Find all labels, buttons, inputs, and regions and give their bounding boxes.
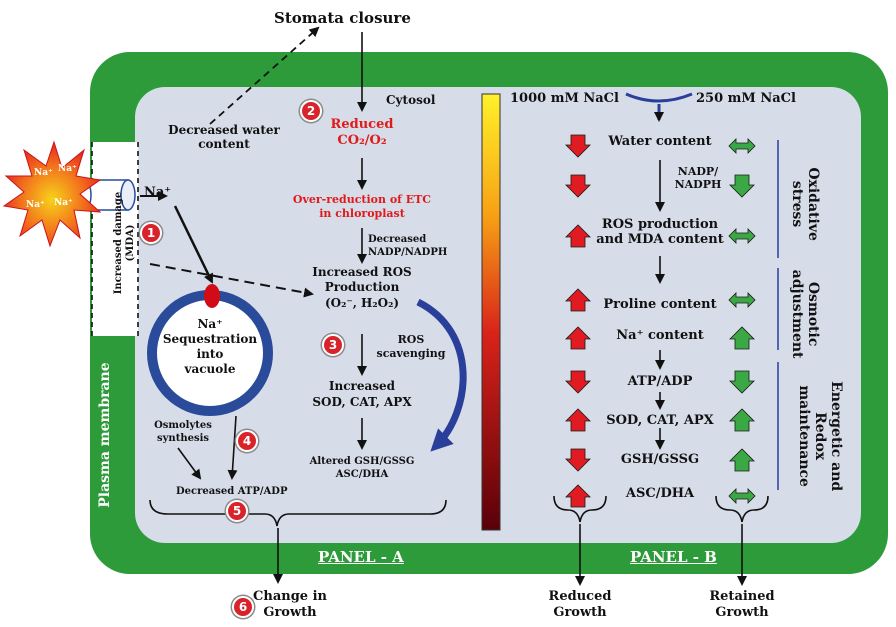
increased-damage-label: Increased damage (MDA) bbox=[113, 191, 136, 295]
arrow-down-icon bbox=[729, 174, 755, 198]
arrow-down-icon bbox=[565, 370, 591, 394]
row-water-content: Water content bbox=[608, 134, 712, 149]
cytosol-label: Cytosol bbox=[386, 93, 436, 107]
reduced-growth-line1: Reduced bbox=[548, 589, 612, 604]
step-badge-2: 2 bbox=[300, 100, 322, 122]
decreased-nadp-line2: NADP/NADPH bbox=[368, 247, 448, 258]
osmolytes-line1: Osmolytes bbox=[154, 420, 212, 431]
arrow-down-icon bbox=[729, 370, 755, 394]
group-energetic-redox: Energetic and Redox maintenance bbox=[795, 381, 845, 492]
osmolytes-line2: synthesis bbox=[156, 433, 210, 444]
arrow-up-icon bbox=[729, 326, 755, 350]
reduced-co2-line2: CO₂/O₂ bbox=[337, 133, 387, 148]
star-ion-2: Na⁺ bbox=[58, 164, 77, 174]
decreased-atp-label: Decreased ATP/ADP bbox=[176, 486, 288, 497]
arrow-up-icon bbox=[565, 288, 591, 312]
step-badge-4: 4 bbox=[236, 430, 258, 452]
row-sod-cat-apx: SOD, CAT, APX bbox=[606, 413, 714, 428]
vacuole-transporter bbox=[204, 284, 220, 308]
brace-panel-a bbox=[149, 499, 447, 527]
arrow-up-icon bbox=[729, 408, 755, 432]
step-badge-3: 3 bbox=[322, 334, 344, 356]
concentration-connector bbox=[625, 92, 693, 103]
change-growth-line1: Change in bbox=[253, 589, 327, 604]
row-asc-dha: ASC/DHA bbox=[625, 486, 695, 501]
increased-ros-line2: Production bbox=[324, 280, 400, 294]
row-na-content: Na⁺ content bbox=[616, 328, 704, 343]
ros-scavenging-line2: scavenging bbox=[376, 347, 446, 360]
row-atp-adp: ATP/ADP bbox=[627, 374, 693, 389]
arrow-both-icon bbox=[728, 138, 756, 154]
plasma-membrane-label: Plasma membrane bbox=[96, 362, 113, 508]
arrow-up-icon bbox=[565, 224, 591, 248]
row-gsh-gssg: GSH/GSSG bbox=[620, 452, 700, 467]
gradient-bar bbox=[481, 93, 501, 531]
decreased-water-label: Decreased water content bbox=[168, 123, 280, 151]
altered-line2: ASC/DHA bbox=[335, 469, 389, 480]
sodium-burst-icon bbox=[2, 140, 102, 248]
row-ros-production: ROS production and MDA content bbox=[596, 217, 724, 247]
increased-enzymes-line2: SOD, CAT, APX bbox=[312, 395, 412, 409]
brace-reduced bbox=[553, 495, 607, 523]
vacuole-line3: into bbox=[196, 347, 224, 361]
panel-b-label: PANEL - B bbox=[630, 548, 717, 566]
group-oxidative-stress: Oxidative stress bbox=[789, 167, 822, 241]
step-badge-5: 5 bbox=[226, 500, 248, 522]
arrow-both-icon bbox=[728, 292, 756, 308]
na-ion-label: Na⁺ bbox=[144, 185, 172, 200]
conc-low-label: 250 mM NaCl bbox=[696, 91, 796, 106]
star-ion-1: Na⁺ bbox=[34, 168, 53, 178]
retained-growth-line2: Growth bbox=[715, 605, 769, 620]
reduced-growth-line2: Growth bbox=[553, 605, 607, 620]
over-reduction-line2: in chloroplast bbox=[319, 207, 405, 220]
arrow-both-icon bbox=[728, 228, 756, 244]
increased-ros-line1: Increased ROS bbox=[312, 265, 412, 279]
brace-retained bbox=[715, 495, 769, 523]
star-ion-3: Na⁺ bbox=[26, 200, 45, 210]
step-badge-1: 1 bbox=[140, 222, 162, 244]
conc-high-label: 1000 mM NaCl bbox=[510, 91, 619, 106]
step-badge-6: 6 bbox=[232, 596, 254, 618]
arrow-down-icon bbox=[565, 134, 591, 158]
increased-ros-line3: (O₂⁻, H₂O₂) bbox=[324, 296, 400, 310]
retained-growth-line1: Retained bbox=[709, 589, 775, 604]
arrow-up-icon bbox=[565, 326, 591, 350]
stomata-closure-label: Stomata closure bbox=[274, 9, 411, 27]
feedback-curve-arrow bbox=[416, 298, 467, 452]
panel-a-label: PANEL - A bbox=[318, 548, 404, 566]
increased-enzymes-line1: Increased bbox=[328, 379, 396, 393]
arrow-down-icon bbox=[565, 174, 591, 198]
ros-scavenging-line1: ROS bbox=[397, 333, 425, 346]
row-proline: Proline content bbox=[603, 297, 717, 312]
arrow-up-icon bbox=[729, 448, 755, 472]
reduced-co2-line1: Reduced bbox=[330, 117, 394, 132]
over-reduction-line1: Over-reduction of ETC bbox=[292, 193, 432, 206]
change-growth-line2: Growth bbox=[263, 605, 317, 620]
arrow-up-icon bbox=[565, 408, 591, 432]
vacuole-line2: Sequestration bbox=[162, 332, 258, 346]
arrow-both-icon bbox=[728, 488, 756, 504]
arrow-down-icon bbox=[565, 448, 591, 472]
altered-line1: Altered GSH/GSSG bbox=[309, 456, 415, 467]
star-ion-4: Na⁺ bbox=[54, 198, 73, 208]
vacuole-line1: Na⁺ bbox=[197, 317, 223, 331]
membrane-channel-gap bbox=[92, 142, 138, 336]
decreased-nadp-line1: Decreased bbox=[368, 234, 427, 245]
row-nadp: NADP/ NADPH bbox=[674, 165, 722, 191]
arrow-up-icon bbox=[565, 484, 591, 508]
vacuole-line4: vacuole bbox=[184, 362, 236, 376]
group-osmotic-adjustment: Osmotic adjustment bbox=[789, 269, 822, 359]
